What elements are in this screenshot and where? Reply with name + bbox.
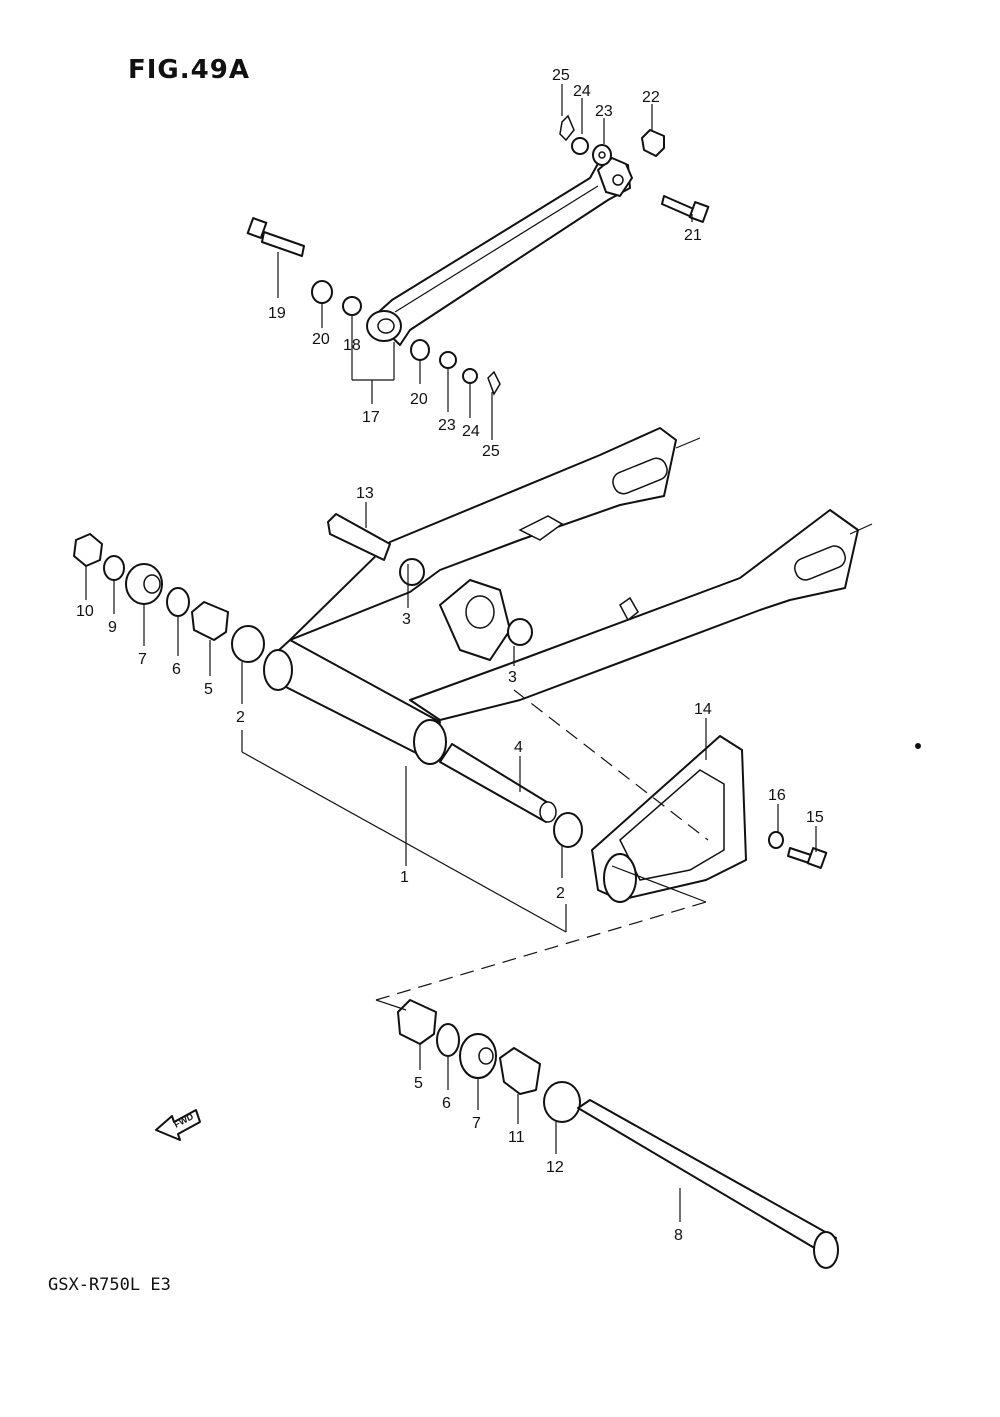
spacer-22 bbox=[641, 129, 665, 157]
bushing-18 bbox=[342, 296, 362, 316]
callout-6: 6 bbox=[172, 661, 181, 678]
callout-labels: 25 24 23 22 21 19 20 18 17 20 23 24 25 1… bbox=[76, 67, 824, 1244]
callout-25: 25 bbox=[552, 67, 570, 84]
callout-20: 20 bbox=[410, 391, 428, 408]
callout-1: 1 bbox=[400, 869, 409, 886]
callout-13: 13 bbox=[356, 485, 374, 502]
bolt-21 bbox=[661, 195, 710, 223]
washer-6 bbox=[166, 587, 190, 617]
callout-7: 7 bbox=[138, 651, 147, 668]
scan-speck bbox=[915, 743, 921, 749]
washer-9 bbox=[103, 555, 125, 581]
callout-11: 11 bbox=[508, 1129, 525, 1146]
castle-nut-upper bbox=[571, 137, 589, 155]
callout-4: 4 bbox=[514, 739, 523, 756]
callout-16: 16 bbox=[768, 787, 786, 804]
bushing-5 bbox=[191, 601, 229, 641]
bolt-15 bbox=[787, 847, 828, 869]
cotter-pin-upper bbox=[559, 114, 575, 142]
callout-23: 23 bbox=[595, 103, 613, 120]
callout-2: 2 bbox=[556, 885, 565, 902]
callout-19: 19 bbox=[268, 305, 286, 322]
nut-12 bbox=[543, 1081, 581, 1123]
callout-23: 23 bbox=[438, 417, 456, 434]
callout-12: 12 bbox=[546, 1159, 564, 1176]
callout-7: 7 bbox=[472, 1115, 481, 1132]
bushing-5-lower bbox=[397, 999, 437, 1045]
model-code: GSX-R750L E3 bbox=[48, 1275, 171, 1295]
callout-17: 17 bbox=[362, 409, 380, 426]
callout-2: 2 bbox=[236, 709, 245, 726]
washer-23-lower bbox=[439, 351, 457, 369]
callout-5: 5 bbox=[414, 1075, 423, 1092]
callout-3: 3 bbox=[508, 669, 517, 686]
callout-5: 5 bbox=[204, 681, 213, 698]
callout-6: 6 bbox=[442, 1095, 451, 1112]
pivot-shaft-8 bbox=[577, 1099, 837, 1257]
swingarm bbox=[263, 427, 873, 765]
callout-9: 9 bbox=[108, 619, 117, 636]
callout-24: 24 bbox=[573, 83, 591, 100]
callout-10: 10 bbox=[76, 603, 94, 620]
leader-lines bbox=[85, 84, 817, 1222]
bearing-2-right bbox=[553, 812, 583, 848]
figure-title: FIG.49A bbox=[128, 55, 250, 85]
callout-22: 22 bbox=[642, 89, 660, 106]
bolt-19 bbox=[246, 217, 305, 257]
callout-20: 20 bbox=[312, 331, 330, 348]
callout-21: 21 bbox=[684, 227, 702, 244]
washer-20-upper bbox=[311, 280, 333, 304]
cushion-rod bbox=[371, 159, 631, 346]
washer-20-lower bbox=[410, 339, 430, 361]
callout-14: 14 bbox=[694, 701, 712, 718]
bearing-2-left bbox=[231, 625, 265, 663]
washer-16 bbox=[768, 831, 784, 849]
adjuster-11 bbox=[499, 1047, 541, 1095]
fwd-arrow-icon: FWD bbox=[155, 1109, 201, 1141]
callout-15: 15 bbox=[806, 809, 824, 826]
castle-nut-lower bbox=[462, 368, 478, 384]
cotter-pin-lower bbox=[487, 370, 501, 396]
pipe-4 bbox=[439, 743, 551, 823]
spacer-tube-13 bbox=[327, 513, 391, 561]
cushion-rod-assembly bbox=[366, 157, 633, 346]
callout-24: 24 bbox=[462, 423, 480, 440]
washer-6-lower bbox=[436, 1023, 460, 1057]
callout-8: 8 bbox=[674, 1227, 683, 1244]
bearing-3-upper bbox=[399, 558, 425, 586]
projection-lines bbox=[375, 689, 709, 1011]
nut-10 bbox=[73, 533, 103, 567]
callout-18: 18 bbox=[343, 337, 361, 354]
bearing-3-lower bbox=[507, 618, 533, 646]
callout-25: 25 bbox=[482, 443, 500, 460]
callout-3: 3 bbox=[402, 611, 411, 628]
